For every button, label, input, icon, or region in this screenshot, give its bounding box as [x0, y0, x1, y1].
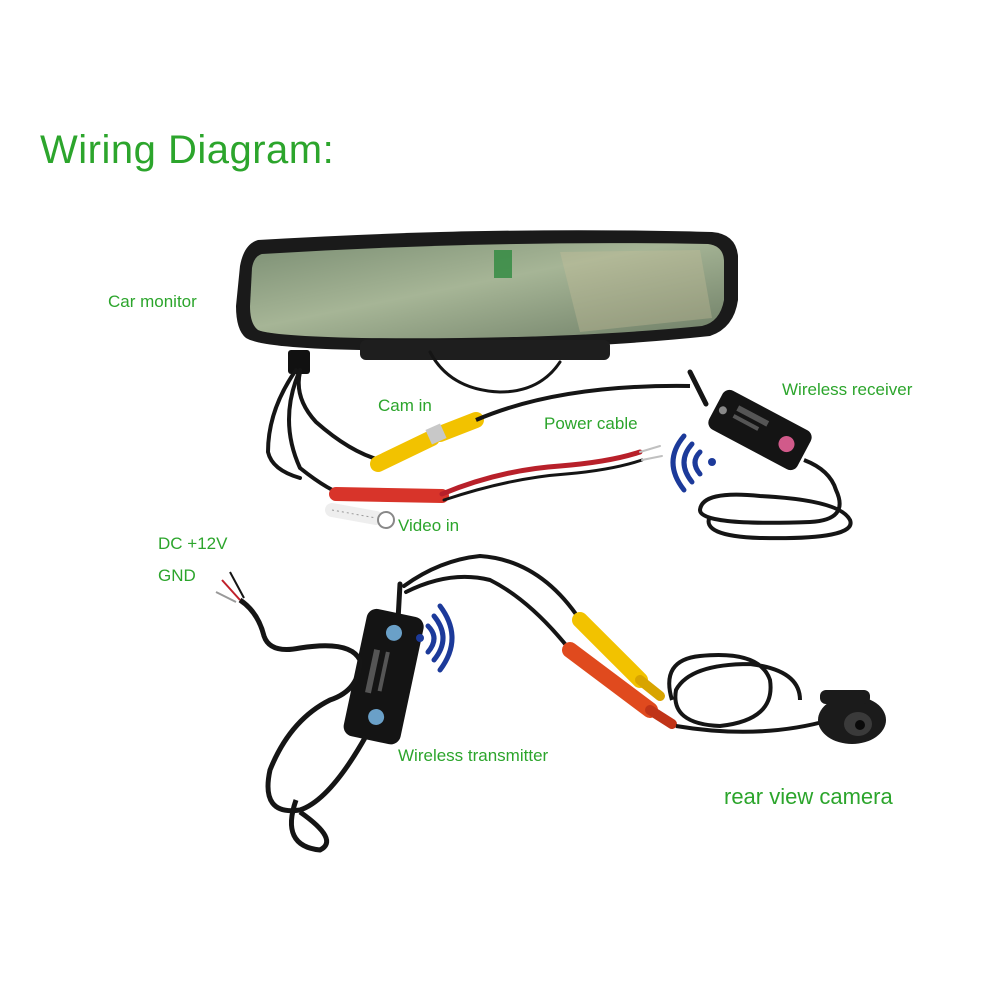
- label-wireless-transmitter: Wireless transmitter: [398, 746, 549, 765]
- power-cable: [439, 445, 663, 502]
- diagram-title: Wiring Diagram:: [40, 128, 335, 172]
- label-video-in: Video in: [398, 516, 460, 535]
- label-gnd: GND: [158, 566, 196, 585]
- label-cam-in: Cam in: [378, 396, 432, 415]
- wireless-transmitter: [215, 571, 424, 853]
- transmitter-cables: [402, 553, 677, 729]
- label-car-monitor: Car monitor: [108, 292, 197, 311]
- wifi-signal-icon: [670, 433, 716, 493]
- label-dc-12v: DC +12V: [158, 534, 228, 553]
- label-power-cable: Power cable: [544, 414, 638, 433]
- label-rear-view-camera: rear view camera: [724, 784, 893, 809]
- wireless-receiver: [687, 369, 853, 541]
- label-wireless-receiver: Wireless receiver: [782, 380, 913, 399]
- video-in-connector: [325, 487, 449, 529]
- wifi-signal-icon: [416, 603, 455, 673]
- rear-view-camera: [667, 653, 886, 744]
- cam-in-connector: [370, 383, 691, 472]
- monitor-cables: [265, 350, 562, 498]
- car-monitor: [236, 230, 738, 374]
